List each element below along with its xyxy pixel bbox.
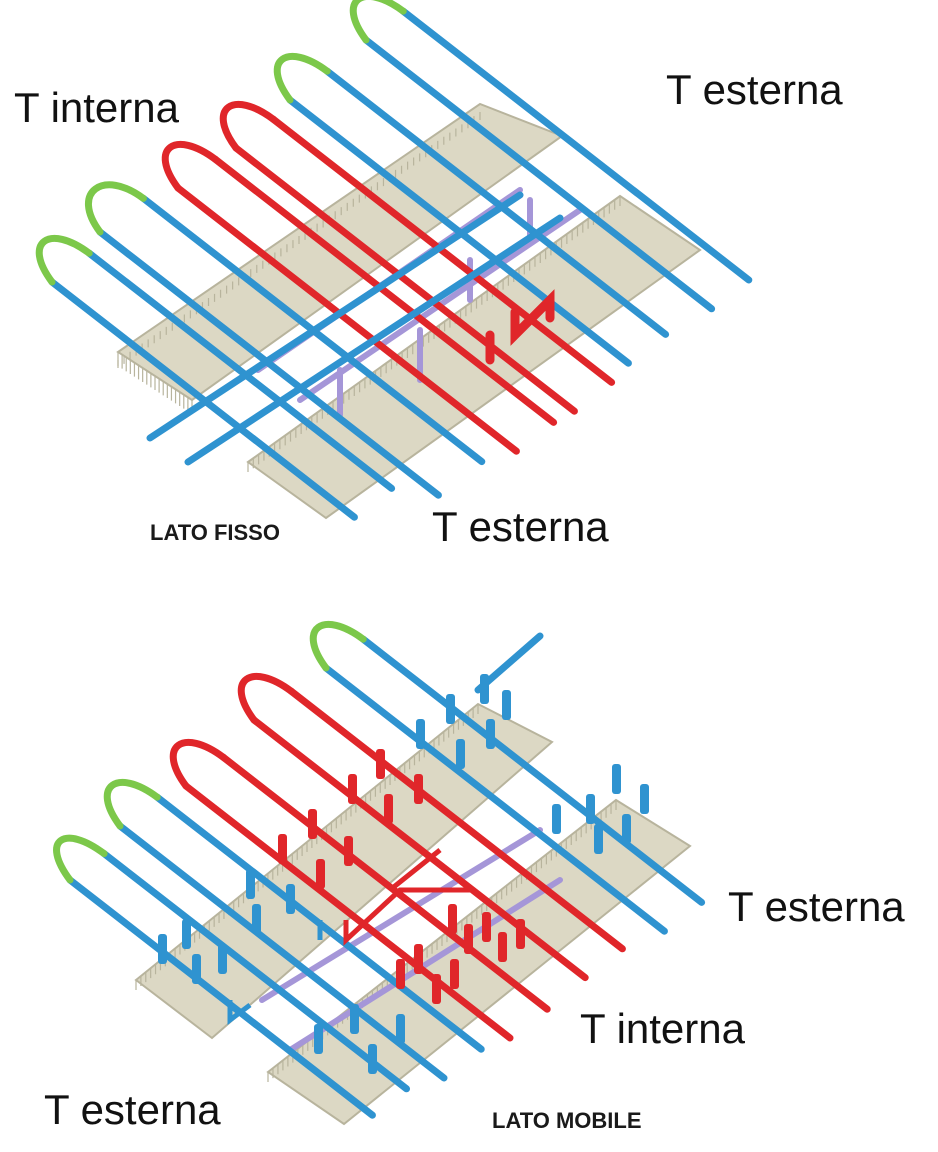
pipe-bend xyxy=(161,140,219,192)
mobile-blue-stub xyxy=(396,1014,405,1044)
mobile-red-stub xyxy=(396,959,405,989)
pipe-leg xyxy=(100,850,410,1093)
mobile-blue-stub xyxy=(416,719,425,749)
mobile-red-stub xyxy=(316,859,325,889)
mobile-red-stub xyxy=(414,774,423,804)
pipe-leg xyxy=(322,664,668,935)
mobile-blue-stub xyxy=(486,719,495,749)
bottom-internal-temp-label: T interna xyxy=(580,1005,745,1052)
mobile-blue-interconnect xyxy=(227,920,323,1025)
pipe-leg xyxy=(399,7,753,284)
fixed-red-connector xyxy=(485,289,555,365)
mobile-red-stub xyxy=(308,809,317,839)
mobile-blue-stub xyxy=(252,904,261,934)
mobile-blue-stub xyxy=(350,1004,359,1034)
mobile-pipe-1 xyxy=(53,834,410,1119)
fixed-plate-fins xyxy=(117,352,193,414)
pipe-leg xyxy=(174,184,520,455)
pipe-leg xyxy=(269,115,616,386)
pipe-leg xyxy=(85,249,396,492)
mobile-red-stub xyxy=(498,932,507,962)
mobile-blue-stub xyxy=(368,1044,377,1074)
mobile-red-stub xyxy=(516,919,525,949)
mobile-red-stub xyxy=(448,904,457,934)
pipe-leg xyxy=(250,716,589,982)
pipe-leg xyxy=(359,635,706,906)
pipe-bend xyxy=(169,738,227,790)
mobile-blue-stub xyxy=(456,739,465,769)
pipe-bend xyxy=(103,778,161,830)
mobile-blue-stub xyxy=(192,954,201,984)
mobile-red-stub xyxy=(376,749,385,779)
fixed-pipe-4 xyxy=(219,100,616,415)
mobile-red-stub xyxy=(348,774,357,804)
mobile-red-stub xyxy=(278,834,287,864)
pipe-bend xyxy=(237,672,295,724)
pipe-bend xyxy=(309,620,367,672)
pipe-leg xyxy=(232,144,578,415)
top-internal-temp-label: T interna xyxy=(14,84,179,131)
pipe-leg xyxy=(362,36,716,313)
mobile-blue-stub xyxy=(622,814,631,844)
mobile-plate-upper xyxy=(134,702,554,1040)
mobile-blue-stub xyxy=(246,869,255,899)
mobile-red-stub xyxy=(414,944,423,974)
mobile-red-stub xyxy=(450,959,459,989)
pipe-leg xyxy=(219,753,551,1013)
mobile-blue-stub xyxy=(612,764,621,794)
fixed-cross-pipes xyxy=(146,191,564,466)
mobile-red-stub xyxy=(464,924,473,954)
mobile-red-interconnect xyxy=(343,848,470,946)
mobile-blue-stub xyxy=(480,674,489,704)
mobile-red-stub xyxy=(384,794,393,824)
pipe-leg xyxy=(211,155,558,426)
fixed-side-label: LATO FISSO xyxy=(150,520,280,545)
mobile-blue-stub xyxy=(640,784,649,814)
bottom-external-temp-label-left: T esterna xyxy=(44,1086,221,1133)
mobile-pipe-4 xyxy=(237,672,626,982)
pipe-bend xyxy=(53,834,108,884)
pipe-leg xyxy=(182,782,514,1042)
mobile-pipe-3 xyxy=(169,738,551,1042)
pipe-bend xyxy=(85,181,147,236)
mobile-red-stub xyxy=(432,974,441,1004)
pipe-leg xyxy=(66,876,376,1119)
mobile-blue-stub xyxy=(502,690,511,720)
mobile-pipe-5 xyxy=(309,620,706,935)
mobile-blue-stub xyxy=(158,934,167,964)
mobile-side-label: LATO MOBILE xyxy=(492,1108,642,1133)
pipe-leg xyxy=(323,67,670,338)
fixed-pipe-3 xyxy=(161,140,558,455)
mobile-blue-stub xyxy=(218,944,227,974)
mobile-plate-lower xyxy=(266,798,692,1126)
top-external-temp-label-bottom: T esterna xyxy=(432,503,609,550)
bottom-external-temp-label-right: T esterna xyxy=(728,883,905,930)
pipe-bend xyxy=(273,52,331,104)
pipe-bend xyxy=(219,100,277,152)
mobile-blue-stub xyxy=(314,1024,323,1054)
fixed-pipe-6 xyxy=(349,0,753,313)
pipe-leg xyxy=(287,687,626,953)
mobile-side-assembly xyxy=(53,620,706,1126)
mobile-red-stub xyxy=(344,836,353,866)
mobile-blue-stub xyxy=(286,884,295,914)
fixed-side-assembly xyxy=(35,0,753,521)
mobile-blue-stub xyxy=(446,694,455,724)
mobile-blue-stub xyxy=(552,804,561,834)
mobile-blue-stub xyxy=(182,919,191,949)
mobile-blue-stub xyxy=(586,794,595,824)
mobile-red-stub xyxy=(482,912,491,942)
top-external-temp-label-right: T esterna xyxy=(666,66,843,113)
pipe-leg xyxy=(116,822,448,1082)
pipe-bend xyxy=(349,0,407,44)
pipe-bend xyxy=(35,234,93,286)
mobile-blue-stub xyxy=(594,824,603,854)
